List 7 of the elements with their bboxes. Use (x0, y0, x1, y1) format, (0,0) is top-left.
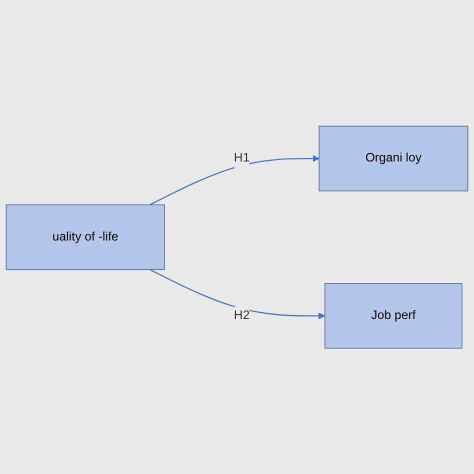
node-box: uality of -life (6, 204, 165, 270)
arrow (150, 154, 320, 206)
edge-label: H1 (234, 151, 250, 165)
arrow (150, 268, 326, 320)
node-box: Organi loy (318, 126, 468, 192)
node-box: Job perf (324, 282, 462, 348)
edge-label: H2 (234, 308, 250, 322)
